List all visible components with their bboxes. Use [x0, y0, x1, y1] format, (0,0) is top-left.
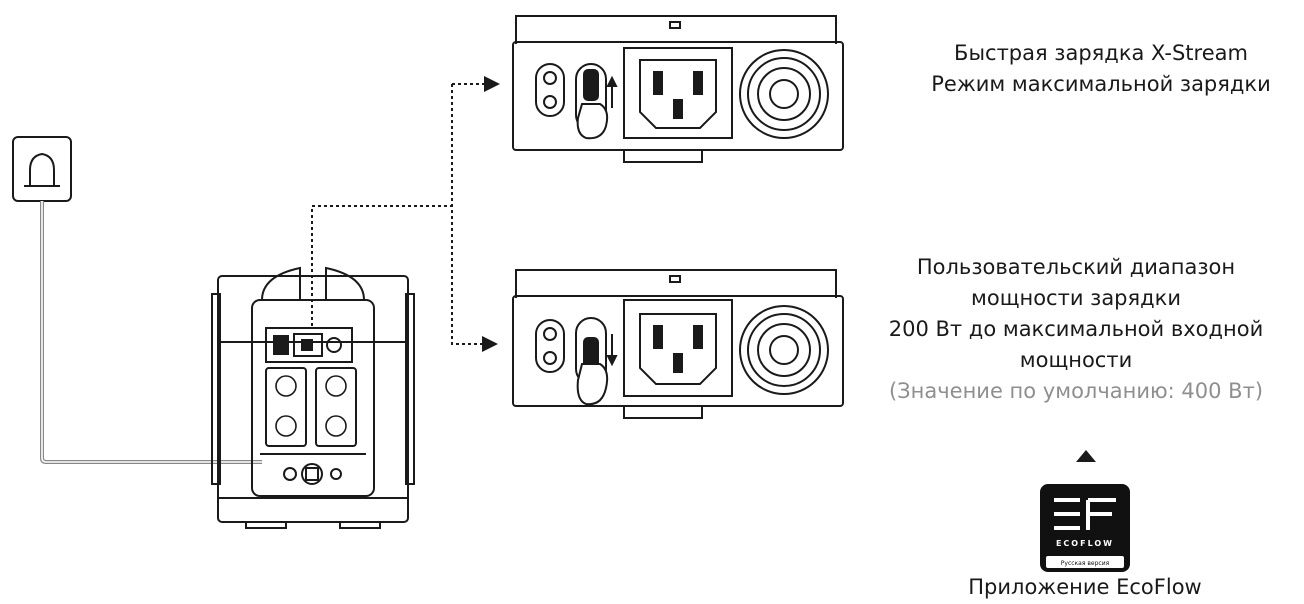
- custom-mode-default-note: (Значение по умолчанию: 400 Вт): [888, 379, 1264, 403]
- fast-mode-subtitle: Режим максимальной зарядки: [931, 72, 1271, 96]
- custom-mode-line2: мощности зарядки: [971, 286, 1181, 310]
- panel-fast-mode: [512, 15, 844, 163]
- arrow-to-custom-mode: [482, 336, 498, 352]
- custom-mode-line3: 200 Вт до максимальной входной: [888, 317, 1264, 341]
- plug-icon: [29, 152, 55, 187]
- app-caption: Приложение EcoFlow: [968, 575, 1202, 599]
- wall-outlet: [12, 136, 72, 202]
- fast-mode-label: Быстрая зарядка X-Stream Режим максималь…: [905, 38, 1297, 100]
- power-cable: [40, 201, 262, 464]
- ecoflow-app-icon: ECOFLOW Русская версия: [1040, 484, 1130, 572]
- custom-mode-label: Пользовательский диапазон мощности заряд…: [850, 252, 1302, 407]
- app-logo-subtitle: Русская версия: [1061, 560, 1110, 567]
- arrow-to-fast-mode: [484, 76, 500, 92]
- fast-mode-title: Быстрая зарядка X-Stream: [954, 41, 1248, 65]
- connector-lines: [311, 83, 484, 345]
- custom-mode-line1: Пользовательский диапазон: [916, 255, 1236, 279]
- app-logo-brand: ECOFLOW: [1056, 539, 1114, 548]
- panel-custom-mode: [512, 269, 844, 419]
- custom-mode-line4: мощности: [1019, 348, 1133, 372]
- triangle-pointer-icon: [1076, 450, 1096, 462]
- power-station: [211, 266, 415, 529]
